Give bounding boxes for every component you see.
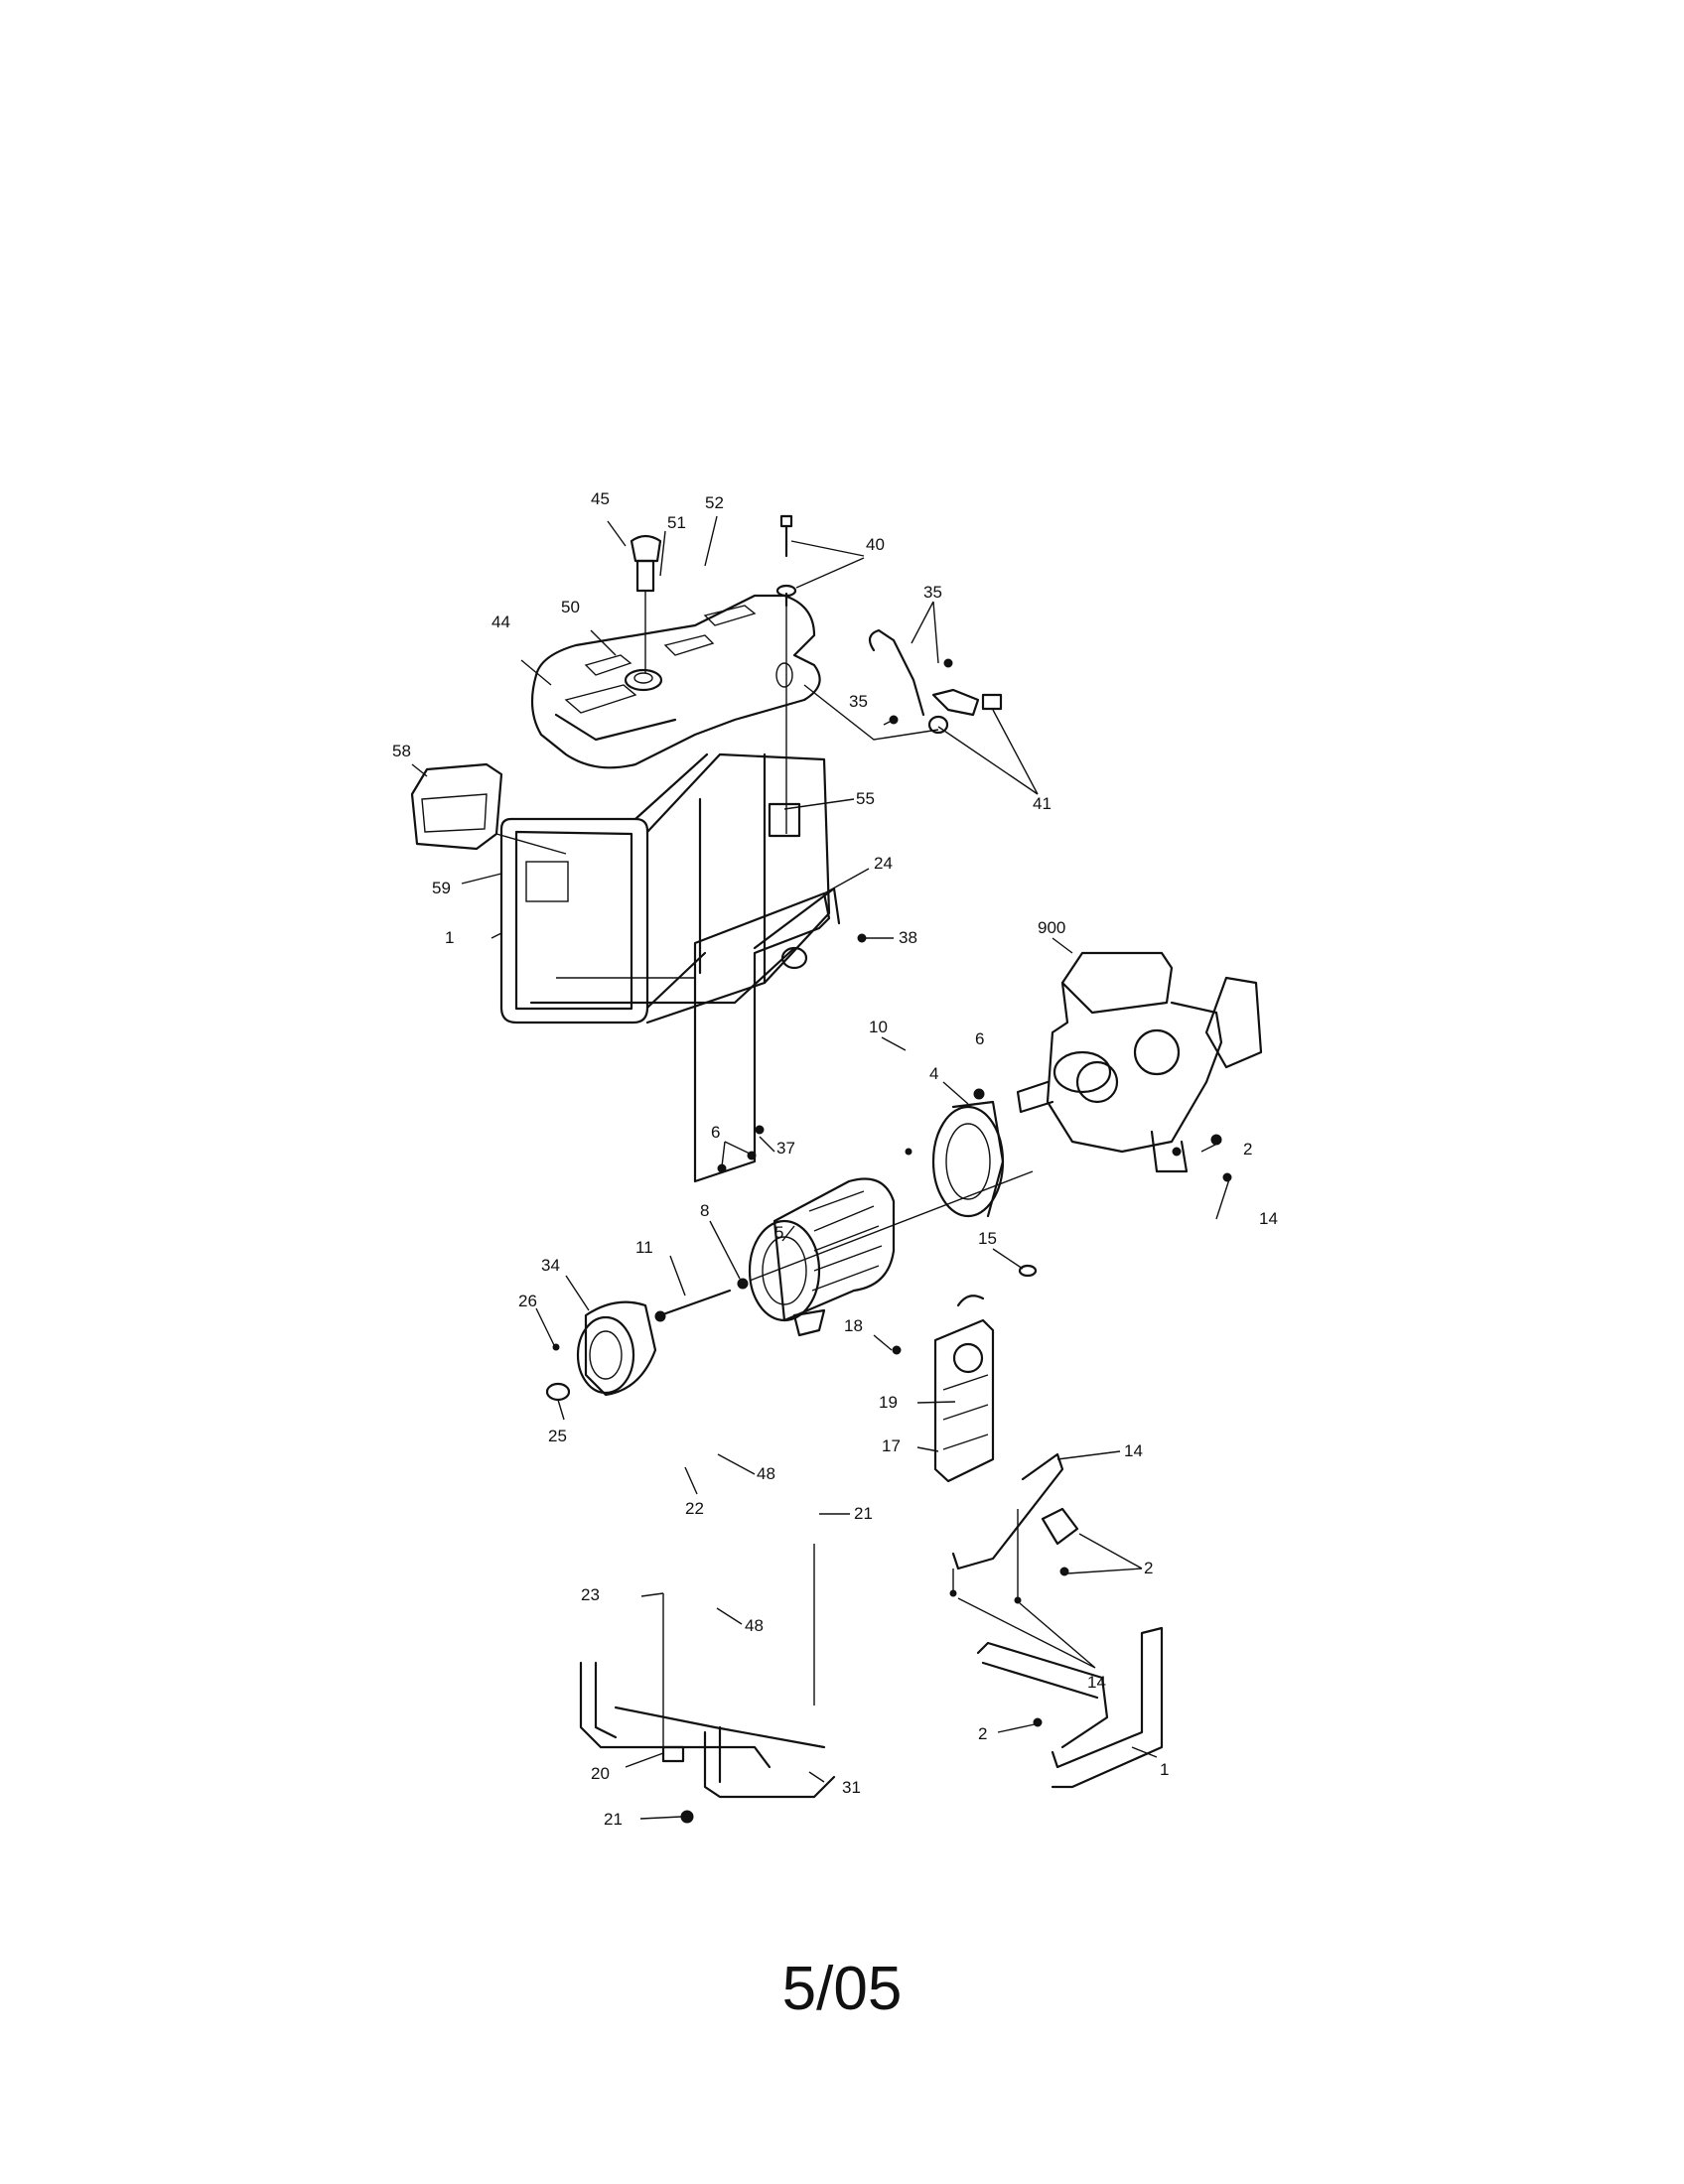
callout-44: 44 <box>491 613 510 631</box>
callout-35: 35 <box>923 583 942 602</box>
callout-21: 21 <box>854 1504 873 1523</box>
callout-6: 6 <box>711 1123 720 1142</box>
frame-part-1 <box>499 752 831 1024</box>
cradle-part-20 <box>579 1661 836 1824</box>
callout-21b: 21 <box>604 1810 623 1829</box>
callout-2c: 2 <box>978 1724 987 1743</box>
callout-40: 40 <box>866 535 885 554</box>
callout-14c: 14 <box>1087 1673 1106 1692</box>
muffler-part-17 <box>892 1264 1038 1483</box>
fuel-line-part-35 <box>803 628 1003 741</box>
callout-35b: 35 <box>849 692 868 711</box>
leader-lines <box>411 515 1230 1820</box>
callout-20: 20 <box>591 1764 610 1783</box>
callout-14b: 14 <box>1124 1441 1143 1460</box>
callout-8: 8 <box>700 1201 709 1220</box>
callout-45: 45 <box>591 489 610 508</box>
engine-part-900 <box>1016 951 1263 1173</box>
through-bolt-part-11 <box>654 1170 1034 1322</box>
callout-24: 24 <box>874 854 893 873</box>
callout-22: 22 <box>685 1499 704 1518</box>
callout-48: 48 <box>757 1464 775 1483</box>
callout-48b: 48 <box>745 1616 764 1635</box>
callout-11: 11 <box>635 1238 653 1257</box>
callout-17: 17 <box>882 1436 901 1455</box>
callout-38: 38 <box>899 928 917 947</box>
screw-part-38 <box>857 933 894 943</box>
callout-50: 50 <box>561 598 580 616</box>
bolt-part-40 <box>775 514 797 834</box>
callout-15: 15 <box>978 1229 997 1248</box>
callout-1: 1 <box>445 928 454 947</box>
callout-59: 59 <box>432 879 451 897</box>
callout-41: 41 <box>1033 794 1052 813</box>
callout-26: 26 <box>518 1292 537 1310</box>
callout-58: 58 <box>392 742 411 760</box>
callout-55: 55 <box>856 789 875 808</box>
fuel-tank-part-44 <box>530 594 821 769</box>
callout-4: 4 <box>929 1064 938 1083</box>
callout-34: 34 <box>541 1256 560 1275</box>
callout-10: 10 <box>869 1018 888 1036</box>
screw-part-37 <box>755 1125 765 1135</box>
callout-2: 2 <box>1243 1140 1252 1159</box>
bearing-carrier-part-4 <box>931 1100 1005 1218</box>
callout-25: 25 <box>548 1427 567 1445</box>
callout-23: 23 <box>581 1585 600 1604</box>
callout-37: 37 <box>776 1139 795 1158</box>
callout-900: 900 <box>1038 918 1065 937</box>
control-panel-part-58 <box>410 762 567 855</box>
callout-19: 19 <box>879 1393 898 1412</box>
callout-31: 31 <box>842 1778 861 1797</box>
callout-6b: 6 <box>975 1029 984 1048</box>
callout-14: 14 <box>1259 1209 1278 1228</box>
callout-5: 5 <box>774 1223 783 1242</box>
rear-cover-part-34 <box>545 1300 657 1402</box>
bolt-part-6 <box>717 1088 985 1173</box>
callout-52: 52 <box>705 493 724 512</box>
callout-51: 51 <box>667 513 686 532</box>
pin-part-10 <box>905 1148 912 1156</box>
callout-2b: 2 <box>1144 1559 1153 1577</box>
callout-18: 18 <box>844 1316 863 1335</box>
callout-1b: 1 <box>1160 1760 1169 1779</box>
fuel-cap-part-45 <box>630 534 662 673</box>
page-code: 5/05 <box>781 1955 903 2023</box>
mounting-bracket-part-14 <box>949 1172 1232 1604</box>
alternator-part-5 <box>748 1177 896 1337</box>
cradle-part-1 <box>976 1626 1164 1789</box>
callout-labels: 45 52 51 40 35 50 44 35 41 58 55 24 59 3… <box>392 489 1278 1829</box>
